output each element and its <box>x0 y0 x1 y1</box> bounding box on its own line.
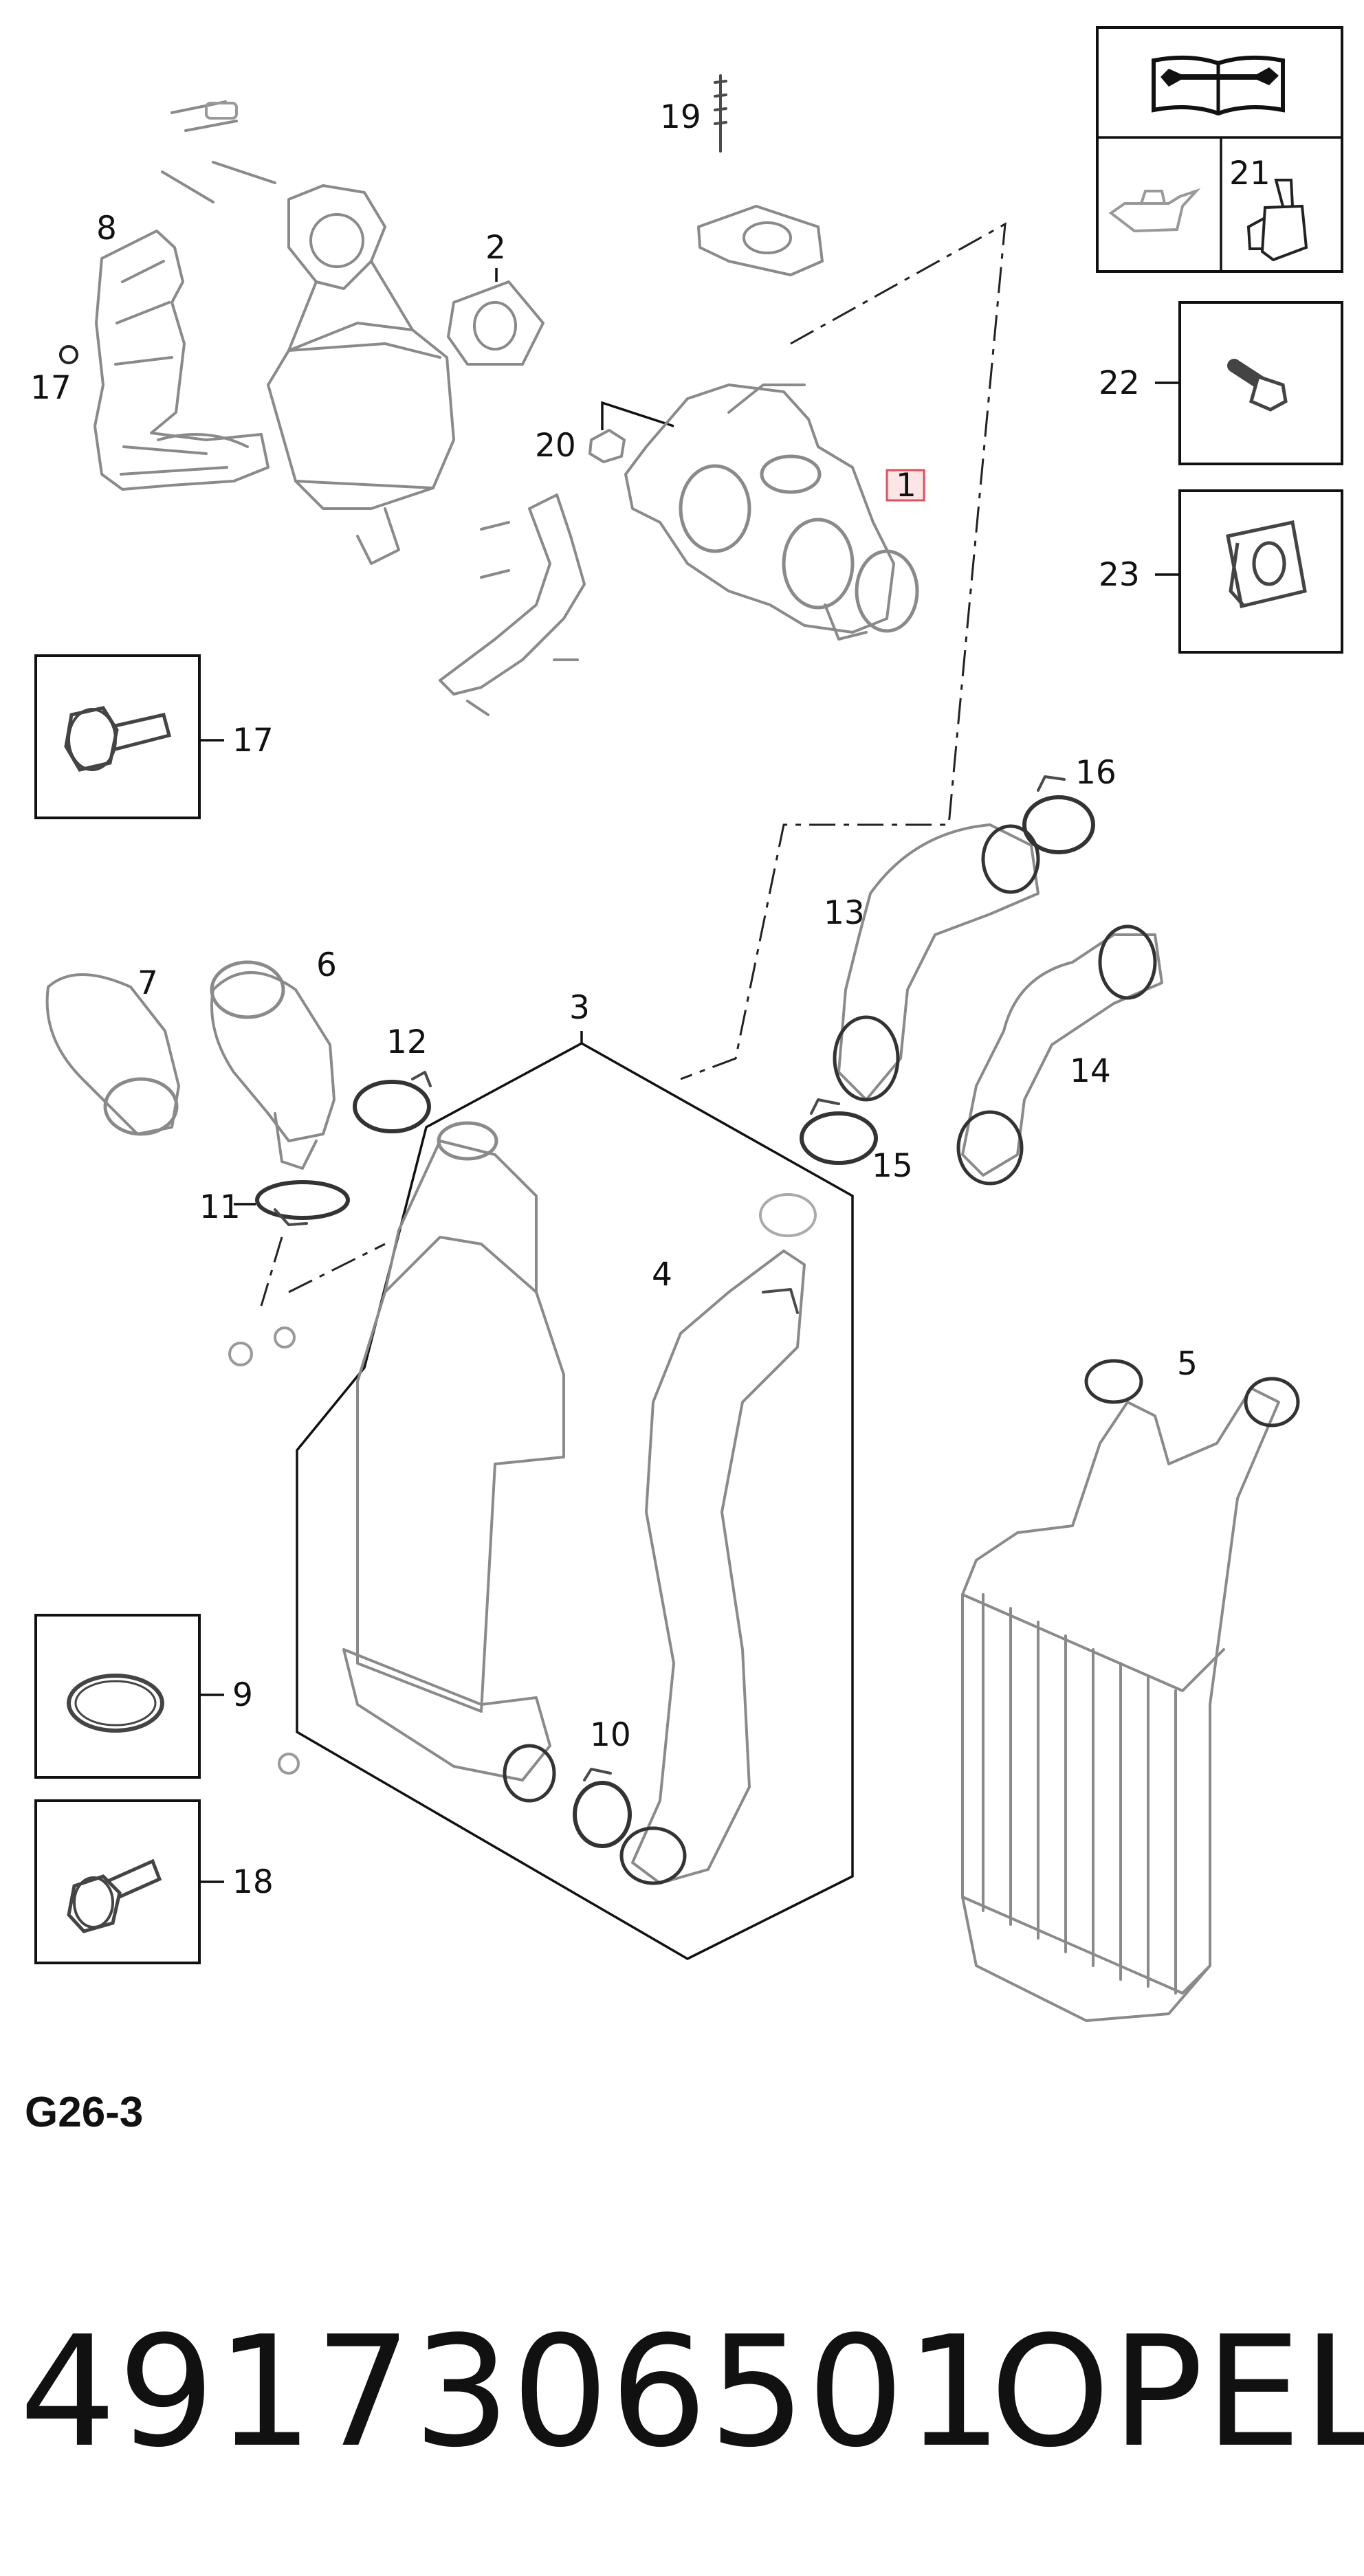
part-7-hose <box>45 973 180 1136</box>
catalytic-converter-manifold <box>267 184 455 565</box>
callout-20: 20 <box>535 427 576 465</box>
callout-1-highlight: 1 <box>886 467 925 504</box>
small-bolt-icon <box>59 345 78 364</box>
callout-19: 19 <box>660 98 701 136</box>
stud-19 <box>714 74 727 153</box>
legend-panel: 21 <box>1096 26 1343 273</box>
oil-can-icon <box>1108 188 1201 233</box>
callout-22: 22 <box>1099 364 1140 402</box>
callout-23: 23 <box>1099 556 1140 594</box>
part-12-clamp <box>353 1071 432 1133</box>
part-15-clamp <box>800 1098 878 1165</box>
part-number-label: 4917306501 <box>19 2304 1004 2481</box>
part-10-clamp <box>573 1768 632 1848</box>
part-8-heat-shield <box>94 230 270 491</box>
part-4-pipe <box>619 1193 817 1885</box>
callout-5: 5 <box>1177 1345 1198 1383</box>
callout-1: 1 <box>896 467 916 504</box>
callout-16: 16 <box>1075 754 1116 792</box>
manifold-bolts <box>161 100 276 203</box>
callout-3: 3 <box>569 989 590 1027</box>
part-22-box: 22 <box>1099 301 1343 465</box>
hex-flange-bolt-icon <box>64 706 172 772</box>
small-fasteners-left <box>228 1326 300 1775</box>
brand-label: OPEL <box>990 2304 1364 2481</box>
callout-8: 8 <box>96 210 117 247</box>
turbo-gasket-top <box>697 205 824 276</box>
turbo-bracket <box>439 493 586 716</box>
callout-7: 7 <box>138 964 158 1002</box>
callout-14: 14 <box>1070 1052 1111 1090</box>
part-17-box: 17 <box>34 654 274 819</box>
part-2-gasket <box>447 268 544 366</box>
callout-2: 2 <box>485 229 506 267</box>
callout-18: 18 <box>232 1863 274 1901</box>
intercooler-inner <box>342 1121 565 1803</box>
part-23-box: 23 <box>1099 489 1343 654</box>
part-5-intercooler <box>961 1359 1300 2022</box>
part-9-box: 9 <box>34 1614 253 1779</box>
clip-nut-icon <box>1226 520 1307 609</box>
callout-15: 15 <box>872 1147 913 1185</box>
callout-9: 9 <box>232 1676 253 1714</box>
part-16-clamp <box>1022 775 1095 854</box>
part-1-turbocharger <box>624 384 919 641</box>
part-14-hose <box>956 924 1163 1186</box>
callout-17-box: 17 <box>232 722 274 759</box>
part-18-box: 18 <box>34 1799 274 1964</box>
callout-12: 12 <box>386 1023 428 1061</box>
torx-bolt-icon <box>67 1858 162 1933</box>
nut-20 <box>588 429 626 463</box>
callout-10: 10 <box>590 1716 631 1754</box>
callout-17: 17 <box>30 369 72 407</box>
callout-21: 21 <box>1229 155 1270 192</box>
diagram-code-label: G26-3 <box>25 2089 144 2136</box>
part-6-hose <box>210 960 336 1170</box>
sealant-tube-icon <box>1246 179 1308 262</box>
part-11-clamp <box>255 1180 350 1226</box>
callout-11: 11 <box>199 1188 241 1226</box>
callout-4: 4 <box>652 1256 672 1293</box>
part-13-hose <box>833 823 1040 1102</box>
flange-bolt-icon <box>1227 359 1288 412</box>
o-ring-icon <box>67 1674 164 1733</box>
repair-manual-wrench-icon <box>1152 55 1285 116</box>
callout-13: 13 <box>824 894 865 932</box>
callout-6: 6 <box>316 946 337 984</box>
